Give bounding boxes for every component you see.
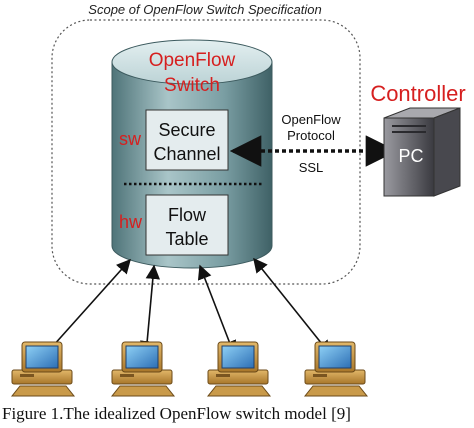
- figure-caption: Figure 1.The idealized OpenFlow switch m…: [2, 404, 351, 423]
- pc-label: PC: [398, 146, 423, 166]
- flow-table-line1: Flow: [168, 205, 207, 225]
- host-link-3: [197, 264, 237, 356]
- sw-label: sw: [119, 129, 142, 149]
- controller-label: Controller: [370, 81, 465, 106]
- host-links: [43, 257, 331, 358]
- protocol-line3: SSL: [299, 160, 324, 175]
- flow-table-line2: Table: [165, 229, 208, 249]
- flow-table-box: [145, 194, 229, 256]
- secure-channel-box: [145, 109, 229, 171]
- switch-title-line2: Switch: [164, 75, 220, 96]
- secure-channel-line2: Channel: [153, 144, 220, 164]
- desktop-computer-icon: [111, 341, 175, 397]
- desktop-computer-icon: [11, 341, 75, 397]
- scope-label: Scope of OpenFlow Switch Specification: [88, 2, 321, 17]
- hw-label: hw: [119, 212, 143, 232]
- secure-channel-line1: Secure: [158, 120, 215, 140]
- host-link-4: [253, 257, 331, 356]
- protocol-line2: Protocol: [287, 128, 335, 143]
- host-link-1: [43, 258, 131, 358]
- desktop-computer-icon: [304, 341, 368, 397]
- desktop-computer-icon: [207, 341, 271, 397]
- protocol-line1: OpenFlow: [281, 112, 341, 127]
- host-link-2: [140, 264, 160, 356]
- switch-title-line1: OpenFlow: [149, 50, 236, 71]
- server-icon: [383, 107, 461, 197]
